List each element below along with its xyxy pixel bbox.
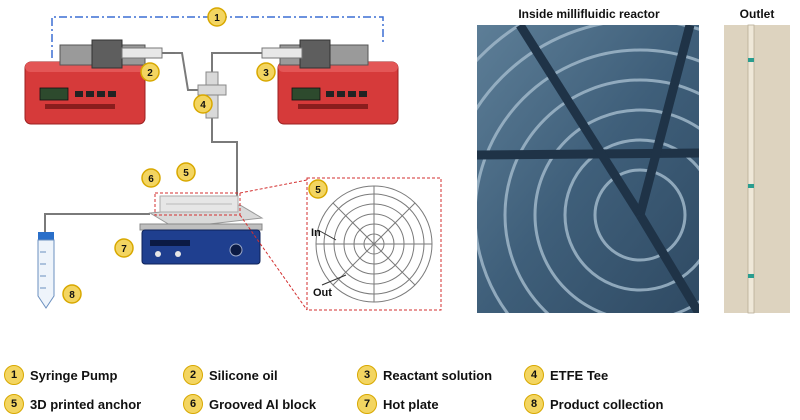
legend-badge: 8 xyxy=(524,394,544,414)
svg-text:3: 3 xyxy=(263,68,269,79)
legend-item-etfe-tee: 4 ETFE Tee xyxy=(524,362,608,388)
inset-out-label: Out xyxy=(313,287,332,299)
hot-plate xyxy=(139,204,264,265)
svg-text:1: 1 xyxy=(214,13,220,24)
svg-text:8: 8 xyxy=(69,290,75,301)
legend-badge: 6 xyxy=(183,394,203,414)
legend-label: Product collection xyxy=(550,396,664,412)
legend-label: Silicone oil xyxy=(209,367,278,383)
inside-reactor-title: Inside millifluidic reactor xyxy=(518,7,660,21)
marker-4: 4 xyxy=(193,94,213,114)
legend-item-3d-printed-anchor: 5 3D printed anchor xyxy=(4,391,141,417)
marker-5-inset: 5 xyxy=(308,179,328,199)
legend-item-product-collection: 8 Product collection xyxy=(524,391,663,417)
svg-text:6: 6 xyxy=(148,174,154,185)
anchor-highlight-box xyxy=(154,192,241,216)
tubing xyxy=(44,52,250,232)
svg-text:2: 2 xyxy=(147,68,153,79)
marker-8: 8 xyxy=(62,284,82,304)
svg-text:5: 5 xyxy=(183,168,189,179)
zoom-guide-bottom xyxy=(239,214,308,311)
legend-badge: 5 xyxy=(4,394,24,414)
legend-label: Grooved Al block xyxy=(209,396,317,412)
svg-text:5: 5 xyxy=(315,185,321,196)
legend-item-grooved-al-block: 6 Grooved Al block xyxy=(183,391,316,417)
legend-item-reactant-solution: 3 Reactant solution xyxy=(357,362,492,388)
collection-tube xyxy=(37,232,55,309)
legend-badge: 7 xyxy=(357,394,377,414)
syringe-pump-left xyxy=(24,39,175,125)
svg-text:4: 4 xyxy=(200,100,206,111)
anchor-drawing xyxy=(315,185,433,303)
legend-badge: 2 xyxy=(183,365,203,385)
legend-item-syringe-pump: 1 Syringe Pump xyxy=(4,362,117,388)
grooved-al-block xyxy=(159,195,239,213)
marker-7: 7 xyxy=(114,238,134,258)
marker-6: 6 xyxy=(141,168,161,188)
syringe-pump-right xyxy=(250,39,399,125)
legend-label: Syringe Pump xyxy=(30,367,118,383)
inset-in-label: In xyxy=(311,227,321,239)
zoom-guide-top xyxy=(239,179,308,194)
legend-item-silicone-oil: 2 Silicone oil xyxy=(183,362,278,388)
marker-2: 2 xyxy=(140,62,160,82)
inside-reactor-photo xyxy=(477,25,699,313)
legend-label: ETFE Tee xyxy=(550,367,609,383)
marker-5: 5 xyxy=(176,162,196,182)
legend-badge: 1 xyxy=(4,365,24,385)
legend: 1 Syringe Pump 2 Silicone oil 3 Reactant… xyxy=(0,358,800,420)
pump-link-line xyxy=(51,16,384,58)
marker-1: 1 xyxy=(207,7,227,27)
outlet-photo xyxy=(724,24,790,314)
svg-text:7: 7 xyxy=(121,244,127,255)
legend-label: 3D printed anchor xyxy=(30,396,142,412)
legend-badge: 4 xyxy=(524,365,544,385)
legend-label: Hot plate xyxy=(383,396,439,412)
legend-badge: 3 xyxy=(357,365,377,385)
legend-label: Reactant solution xyxy=(383,367,493,383)
marker-3: 3 xyxy=(256,62,276,82)
outlet-title: Outlet xyxy=(740,7,775,21)
legend-item-hot-plate: 7 Hot plate xyxy=(357,391,439,417)
